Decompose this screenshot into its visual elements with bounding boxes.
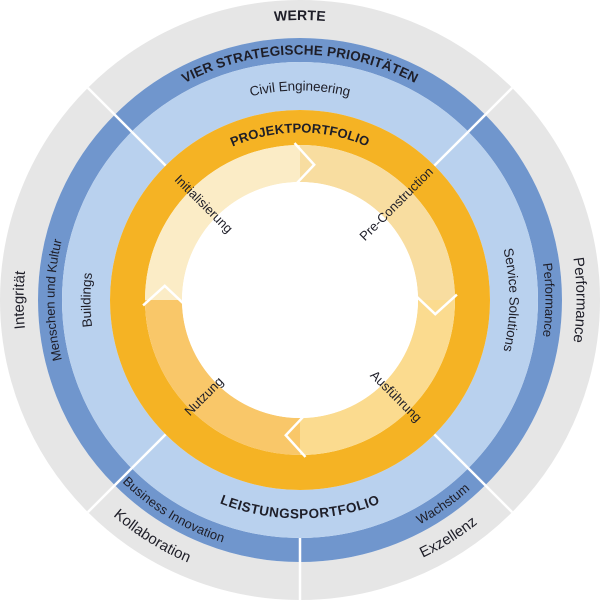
- werte-item-integritaet: Integrität: [11, 269, 30, 330]
- werte-item-performance: Performance: [569, 256, 589, 344]
- phase-segment-3: [145, 300, 300, 455]
- phase-segment-2: [300, 300, 455, 455]
- phase-segment-1: [300, 145, 455, 300]
- leistung-civil-engineering: Civil Engineering: [248, 78, 352, 99]
- prioritaet-performance: Performance: [540, 262, 558, 338]
- leistung-separator-3: [130, 130, 167, 167]
- leistung-separator-0: [433, 130, 470, 167]
- werte-separator-3: [86, 484, 116, 514]
- leistungsportfolio-ring: [62, 62, 538, 538]
- prioritaeten-separator-0: [467, 113, 487, 133]
- projektportfolio-ring: [110, 110, 490, 490]
- ring-separators: [86, 86, 514, 600]
- werte-separator-4: [86, 86, 116, 116]
- prioritaeten-separator-4: [113, 113, 133, 133]
- prioritaeten-separator-1: [467, 467, 487, 487]
- phase-segment-0: [145, 145, 300, 300]
- werte-header: WERTE: [273, 7, 326, 24]
- leistung-buildings: Buildings: [78, 272, 95, 329]
- phase-chevron-0: [142, 284, 185, 307]
- phase-chevron-2: [415, 293, 458, 316]
- leistung-separator-1: [433, 433, 470, 470]
- leistung-service-solutions: Service Solutions: [500, 247, 521, 354]
- prioritaeten-separator-3: [113, 467, 133, 487]
- werte-separator-1: [484, 484, 514, 514]
- center-circle: [182, 182, 418, 418]
- prioritaet-menschen-und-kultur: Menschen und Kultur: [42, 237, 64, 363]
- leistung-separator-2: [130, 433, 167, 470]
- phase-chevron-1: [293, 142, 316, 185]
- werte-separator-0: [484, 86, 514, 116]
- phase-chevron-3: [284, 415, 307, 458]
